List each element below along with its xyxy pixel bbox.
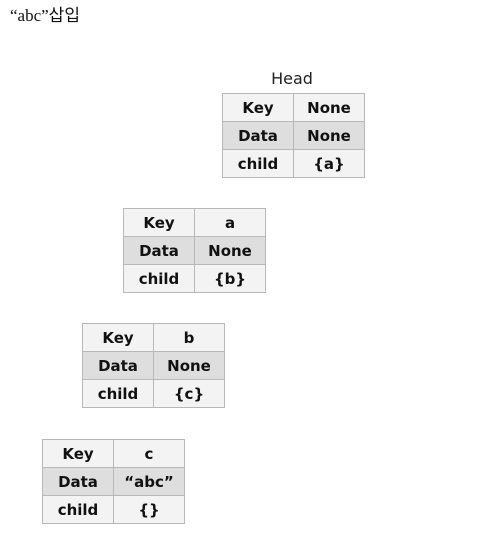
data-row: Data None — [82, 351, 225, 380]
child-value-cell: {b} — [194, 264, 266, 293]
node-a-table: Key a Data None child {b} — [123, 208, 266, 293]
key-row: Key c — [42, 439, 185, 468]
key-row: Key None — [222, 93, 365, 122]
key-field-cell: Key — [82, 323, 154, 352]
key-field-cell: Key — [123, 208, 195, 237]
child-row: child {c} — [82, 379, 225, 408]
child-value-cell: {c} — [153, 379, 225, 408]
child-field-cell: child — [82, 379, 154, 408]
data-field-cell: Data — [82, 351, 154, 380]
key-field-cell: Key — [222, 93, 294, 122]
data-row: Data None — [123, 236, 266, 265]
child-row: child {b} — [123, 264, 266, 293]
child-field-cell: child — [123, 264, 195, 293]
data-value-cell: None — [194, 236, 266, 265]
data-field-cell: Data — [123, 236, 195, 265]
data-value-cell: None — [153, 351, 225, 380]
data-value-cell: “abc” — [113, 467, 185, 496]
key-row: Key a — [123, 208, 266, 237]
data-value-cell: None — [293, 121, 365, 150]
key-field-cell: Key — [42, 439, 114, 468]
child-row: child {a} — [222, 149, 365, 178]
child-field-cell: child — [42, 495, 114, 524]
key-value-cell: c — [113, 439, 185, 468]
head-node-caption: Head — [271, 69, 313, 88]
child-field-cell: child — [222, 149, 294, 178]
node-b-table: Key b Data None child {c} — [82, 323, 225, 408]
key-row: Key b — [82, 323, 225, 352]
child-row: child {} — [42, 495, 185, 524]
data-field-cell: Data — [222, 121, 294, 150]
child-value-cell: {} — [113, 495, 185, 524]
key-value-cell: b — [153, 323, 225, 352]
child-value-cell: {a} — [293, 149, 365, 178]
data-row: Data “abc” — [42, 467, 185, 496]
data-field-cell: Data — [42, 467, 114, 496]
key-value-cell: a — [194, 208, 266, 237]
node-c-table: Key c Data “abc” child {} — [42, 439, 185, 524]
head-node-table: Key None Data None child {a} — [222, 93, 365, 178]
data-row: Data None — [222, 121, 365, 150]
key-value-cell: None — [293, 93, 365, 122]
page-title: “abc”삽입 — [10, 6, 80, 25]
